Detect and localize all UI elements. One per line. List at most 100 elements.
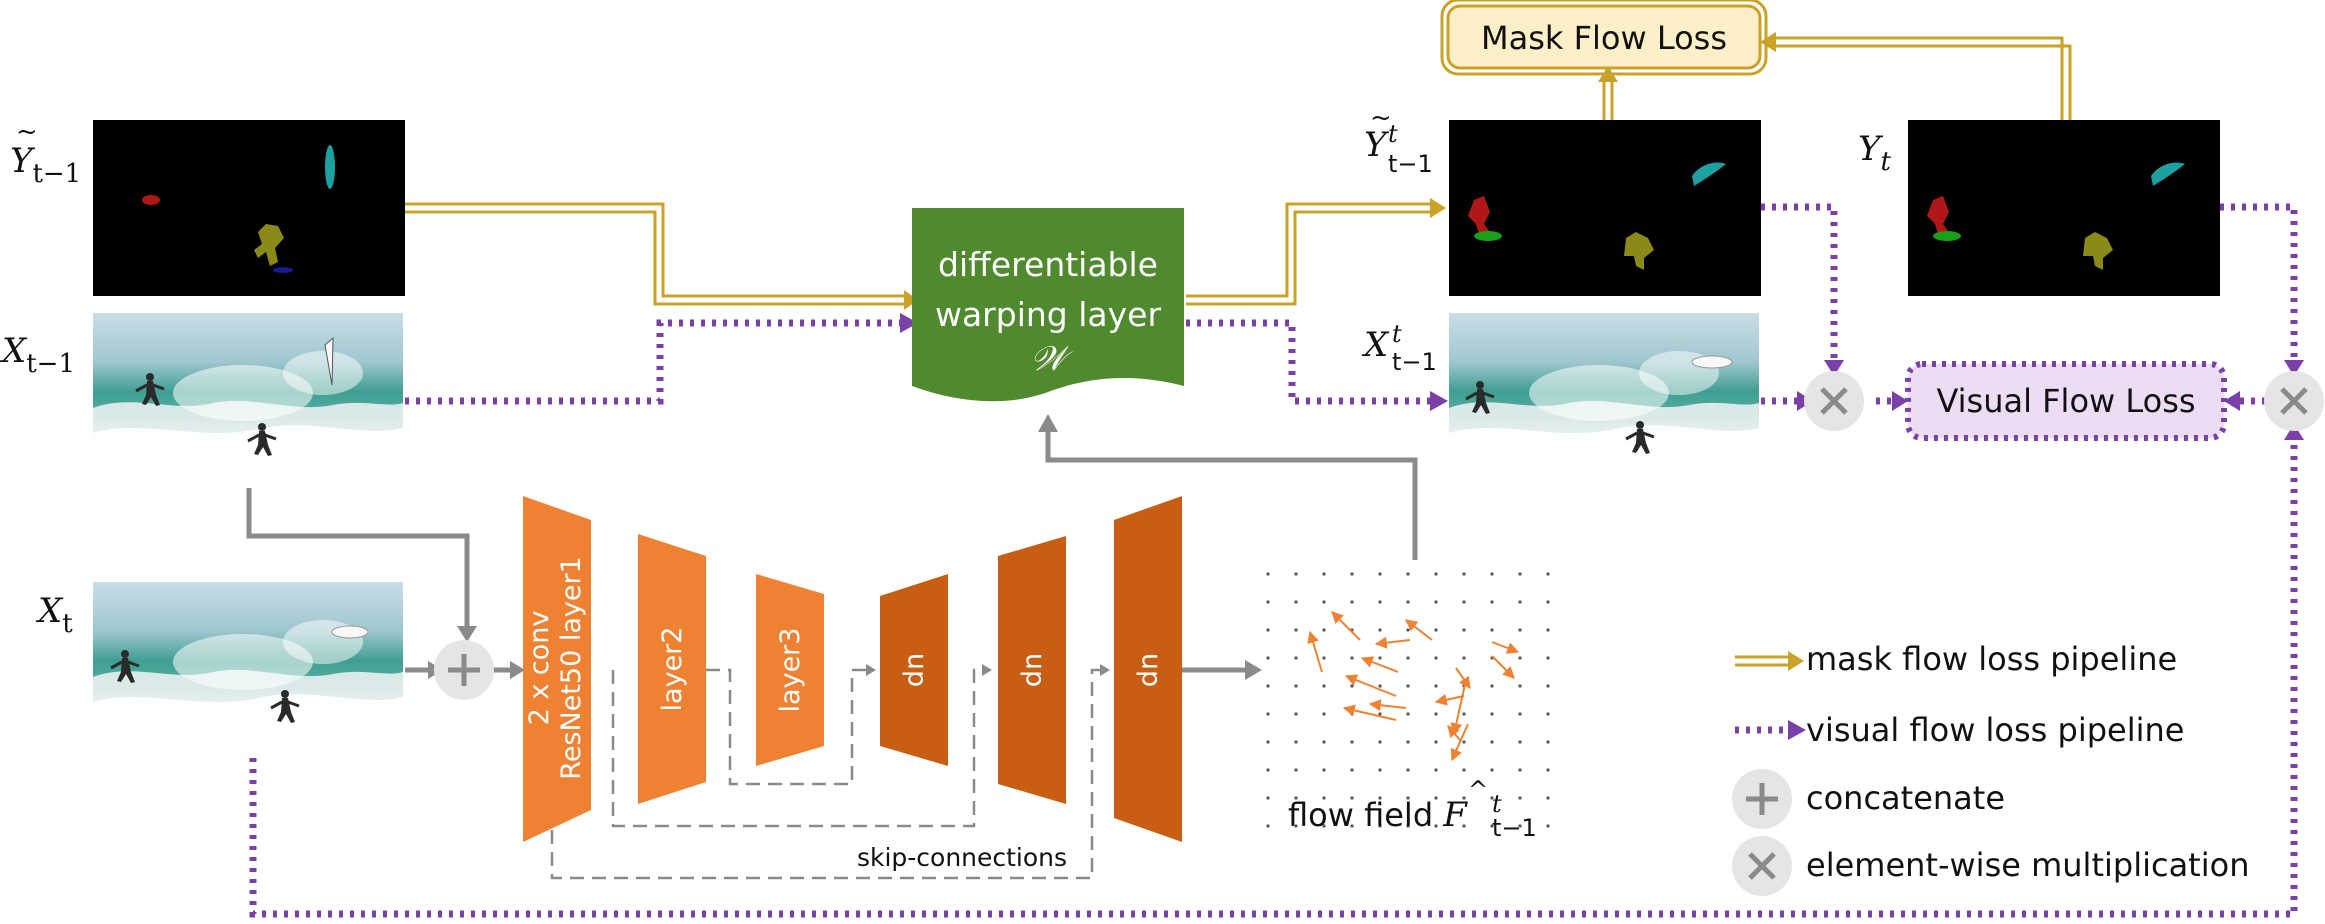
flow-grid-dot bbox=[1378, 824, 1382, 828]
flow-grid-dot bbox=[1406, 656, 1410, 660]
flow-grid-dot bbox=[1462, 796, 1466, 800]
x-t-image bbox=[93, 582, 403, 757]
flow-grid-dot bbox=[1266, 656, 1270, 660]
flow-grid-dot bbox=[1518, 684, 1522, 688]
svg-text:Xt: Xt bbox=[35, 591, 73, 639]
svg-text:Y: Y bbox=[1364, 125, 1390, 165]
flow-grid-dot bbox=[1350, 740, 1354, 744]
flow-grid-dot bbox=[1406, 684, 1410, 688]
flow-grid-dot bbox=[1294, 684, 1298, 688]
flow-field-arrows bbox=[1307, 611, 1520, 762]
flow-grid-dot bbox=[1294, 796, 1298, 800]
flow-grid-dot bbox=[1434, 572, 1438, 576]
flow-grid-dot bbox=[1518, 796, 1522, 800]
concat-node bbox=[434, 640, 494, 700]
flow-grid-dot bbox=[1462, 740, 1466, 744]
flow-grid-dot bbox=[1546, 600, 1550, 604]
flow-field-label: flow field F ^ t t−1 bbox=[1288, 776, 1537, 842]
flow-grid-dot bbox=[1518, 824, 1522, 828]
flow-grid-dot bbox=[1294, 656, 1298, 660]
svg-text:Mask Flow Loss: Mask Flow Loss bbox=[1481, 19, 1727, 57]
flow-grid-dot bbox=[1434, 684, 1438, 688]
multiply-node-1 bbox=[1804, 371, 1864, 431]
flow-grid-dot bbox=[1434, 628, 1438, 632]
flow-grid-dot bbox=[1378, 740, 1382, 744]
svg-text:~: ~ bbox=[16, 117, 38, 147]
skip-connections bbox=[550, 668, 1102, 880]
svg-text:t−1: t−1 bbox=[1392, 348, 1437, 376]
encoder-block-3: layer3 bbox=[756, 574, 824, 766]
svg-text:layer3: layer3 bbox=[775, 628, 806, 713]
flow-grid-dot bbox=[1294, 600, 1298, 604]
svg-text:~: ~ bbox=[1370, 103, 1392, 133]
y-warp-image bbox=[1449, 120, 1761, 296]
flow-grid-dot bbox=[1266, 628, 1270, 632]
label-x-t: Xt bbox=[35, 591, 73, 639]
flow-grid-dot bbox=[1294, 824, 1298, 828]
warp-line2: warping layer bbox=[935, 295, 1161, 334]
flow-grid-dot bbox=[1490, 572, 1494, 576]
flow-grid-dot bbox=[1350, 824, 1354, 828]
flow-grid-dot bbox=[1378, 628, 1382, 632]
flow-grid-dot bbox=[1266, 600, 1270, 604]
flow-grid-dot bbox=[1462, 572, 1466, 576]
decoder-block-2: dn bbox=[998, 536, 1066, 804]
flow-grid-dot bbox=[1518, 656, 1522, 660]
label-y-t: Yt bbox=[1858, 129, 1891, 177]
visual-pipeline-arrowheads bbox=[900, 313, 2304, 440]
flow-grid-dot bbox=[1294, 712, 1298, 716]
label-x-warp: X t t−1 bbox=[1361, 320, 1437, 376]
multiply-node-2 bbox=[2264, 371, 2324, 431]
flow-grid-dot bbox=[1518, 712, 1522, 716]
legend-visual: visual flow loss pipeline bbox=[1735, 711, 2184, 749]
svg-text:^: ^ bbox=[1468, 776, 1488, 804]
flow-grid-dot bbox=[1434, 712, 1438, 716]
encoder-block-1: 2 x conv ResNet50 layer1 bbox=[523, 496, 591, 842]
flow-grid-dot bbox=[1434, 824, 1438, 828]
flow-grid-dot bbox=[1518, 768, 1522, 772]
flow-grid-dot bbox=[1322, 740, 1326, 744]
flow-grid-dot bbox=[1434, 796, 1438, 800]
flow-grid-dot bbox=[1266, 712, 1270, 716]
flow-grid-dot bbox=[1406, 628, 1410, 632]
flow-field-grid bbox=[1266, 572, 1550, 828]
flow-grid-dot bbox=[1322, 796, 1326, 800]
flow-grid-dot bbox=[1322, 824, 1326, 828]
flow-grid-dot bbox=[1322, 656, 1326, 660]
svg-text:Yt−1: Yt−1 bbox=[10, 141, 81, 189]
flow-grid-dot bbox=[1490, 796, 1494, 800]
svg-text:Yt: Yt bbox=[1858, 129, 1891, 177]
svg-text:t−1: t−1 bbox=[1492, 814, 1537, 842]
flow-grid-dot bbox=[1546, 628, 1550, 632]
flow-grid-dot bbox=[1350, 572, 1354, 576]
legend-mult: element-wise multiplication bbox=[1732, 836, 2249, 896]
flow-grid-dot bbox=[1350, 712, 1354, 716]
flow-grid-dot bbox=[1378, 684, 1382, 688]
encoder-block-2: layer2 bbox=[638, 534, 706, 804]
svg-text:dn: dn bbox=[1017, 653, 1048, 687]
flow-grid-dot bbox=[1378, 572, 1382, 576]
skip-arrowheads bbox=[866, 664, 1110, 676]
warp-line1: differentiable bbox=[938, 245, 1158, 284]
flow-grid-dot bbox=[1462, 824, 1466, 828]
flow-grid-dot bbox=[1406, 600, 1410, 604]
svg-text:X: X bbox=[1361, 325, 1390, 365]
flow-grid-dot bbox=[1266, 684, 1270, 688]
flow-grid-dot bbox=[1378, 712, 1382, 716]
flow-grid-dot bbox=[1294, 768, 1298, 772]
svg-text:element-wise multiplication: element-wise multiplication bbox=[1806, 846, 2249, 884]
flow-grid-dot bbox=[1322, 628, 1326, 632]
flow-grid-dot bbox=[1462, 768, 1466, 772]
svg-text:Visual Flow Loss: Visual Flow Loss bbox=[1936, 382, 2195, 420]
flow-grid-dot bbox=[1518, 572, 1522, 576]
flow-grid-dot bbox=[1378, 768, 1382, 772]
svg-text:layer2: layer2 bbox=[657, 627, 688, 712]
flow-grid-dot bbox=[1434, 768, 1438, 772]
flow-grid-dot bbox=[1490, 628, 1494, 632]
flow-grid-dot bbox=[1294, 628, 1298, 632]
flow-grid-dot bbox=[1406, 768, 1410, 772]
mask-flow-loss-box: Mask Flow Loss bbox=[1440, 0, 1768, 76]
flow-grid-dot bbox=[1266, 740, 1270, 744]
y-t-image bbox=[1908, 120, 2220, 296]
